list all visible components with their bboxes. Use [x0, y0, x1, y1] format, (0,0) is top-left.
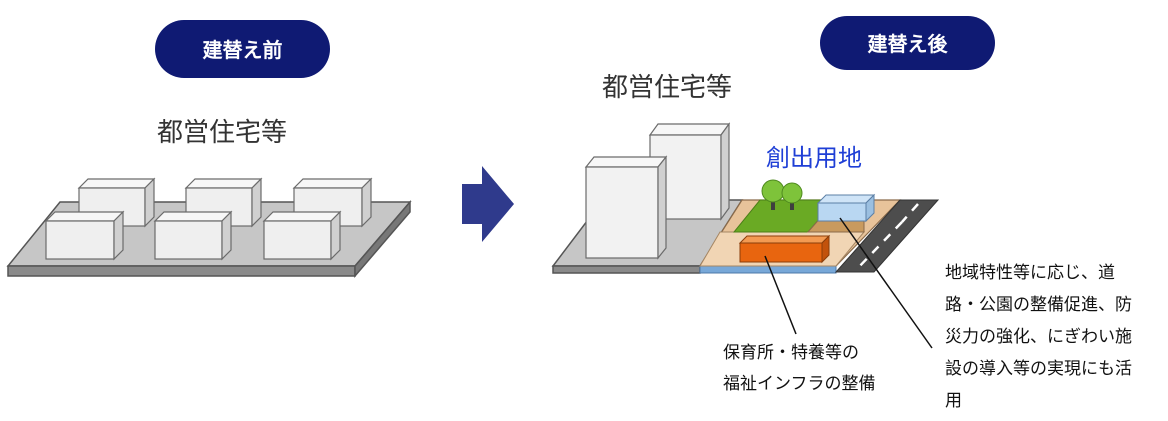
after-badge-label: 建替え後: [868, 32, 949, 56]
welfare-annotation: 保育所・特養等の 福祉インフラの整備: [723, 343, 876, 394]
before-building: [44, 210, 125, 261]
before-badge: 建替え前: [155, 20, 330, 78]
regional-leader-line: [839, 217, 933, 349]
regional-annotation-line: 災力の強化、にぎわい施: [945, 327, 1132, 347]
after-badge: 建替え後: [820, 16, 995, 70]
regional-annotation-line: 路・公園の整備促進、防: [945, 295, 1132, 315]
welfare-building: [738, 234, 831, 264]
road-marking: [855, 221, 903, 271]
tree-icon: [781, 182, 803, 210]
tower-building: [584, 155, 668, 260]
right-arrow-icon: [462, 166, 514, 242]
before-building: [292, 177, 373, 228]
before-panel: 建替え前 都営住宅等: [6, 20, 412, 279]
road: [834, 199, 940, 273]
after-title: 都営住宅等: [602, 73, 732, 103]
after-badge-pill: [820, 16, 995, 70]
welfare-annotation-line: 保育所・特養等の: [723, 343, 859, 363]
regional-annotation-line: 設の導入等の実現にも活: [945, 359, 1132, 379]
facility-building: [816, 193, 876, 223]
regional-annotation-line: 地域特性等に応じ、道: [945, 263, 1115, 283]
welfare-leader-line: [764, 255, 797, 335]
after-panel: 建替え後 都営住宅等: [551, 16, 1132, 411]
before-building: [262, 210, 342, 261]
before-badge-label: 建替え前: [203, 38, 283, 62]
created-land-label: 創出用地: [766, 144, 862, 172]
welfare-annotation-line: 福祉インフラの整備: [723, 374, 876, 394]
regional-annotation-line: 用: [945, 391, 962, 411]
road-marking: [901, 203, 919, 223]
before-building: [153, 210, 233, 261]
before-title: 都営住宅等: [157, 118, 287, 148]
before-badge-pill: [155, 20, 330, 78]
regional-annotation: 地域特性等に応じ、道 路・公園の整備促進、防 災力の強化、にぎわい施 設の導入等…: [945, 263, 1132, 411]
